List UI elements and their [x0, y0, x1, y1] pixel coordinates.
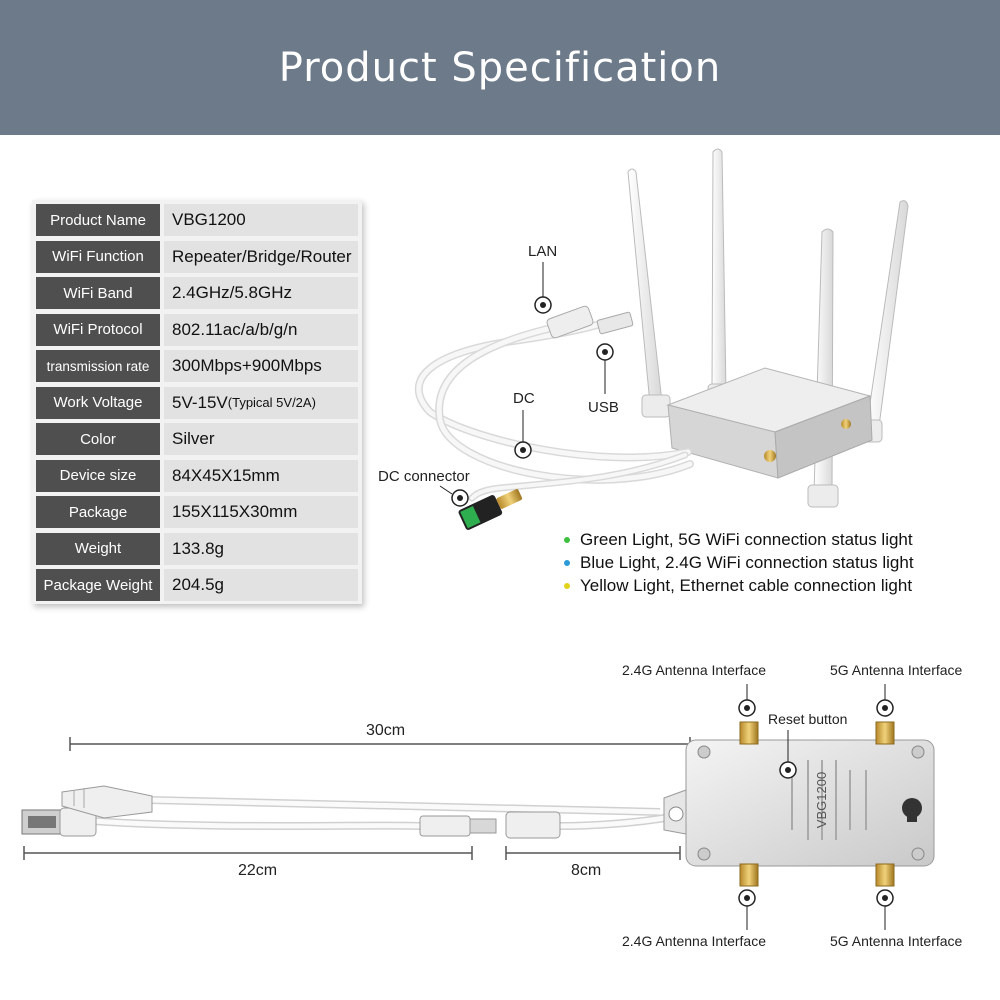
spec-value-text: 300Mbps+900Mbps: [172, 356, 322, 375]
dimension-drawing: [21, 684, 935, 930]
dc-label: DC: [513, 390, 535, 407]
spec-row: Product Name VBG1200: [36, 204, 358, 236]
router-image: [414, 148, 909, 530]
spec-value-text: 5V-15V: [172, 392, 228, 412]
spec-value: 133.8g: [164, 532, 358, 565]
spec-value: 802.11ac/a/b/g/n: [164, 313, 358, 346]
spec-value-text: Silver: [172, 429, 215, 448]
legend-item: Green Light, 5G WiFi connection status l…: [564, 528, 914, 551]
dimension-cable-main: 22cm: [238, 862, 278, 879]
callout-markers: [439, 262, 614, 507]
spec-value: 5V-15V(Typical 5V/2A): [164, 386, 358, 419]
spec-row: WiFi Band 2.4GHz/5.8GHz: [36, 277, 358, 309]
spec-value: 155X115X30mm: [164, 496, 358, 528]
spec-label: Work Voltage: [36, 386, 160, 419]
spec-value: 2.4GHz/5.8GHz: [164, 277, 358, 309]
board-model-label: VBG1200: [814, 772, 829, 828]
spec-value-text: 84X45X15mm: [172, 465, 280, 485]
spec-value-text: 204.5g: [172, 575, 224, 594]
spec-value-note: (Typical 5V/2A): [227, 395, 316, 410]
antenna-5g-top-label: 5G Antenna Interface: [830, 662, 963, 678]
spec-label: Product Name: [36, 204, 160, 236]
status-light-dot: [564, 536, 570, 543]
reset-button-label: Reset button: [768, 711, 848, 727]
spec-row: Device size 84X45X15mm: [36, 459, 358, 492]
spec-value: 204.5g: [164, 569, 358, 601]
spec-value-text: 802.11ac/a/b/g/n: [172, 319, 298, 339]
status-light-dot: [564, 559, 570, 566]
dimension-total: 30cm: [366, 722, 406, 739]
dimension-cable-dc: 8cm: [571, 862, 602, 879]
spec-row: transmission rate 300Mbps+900Mbps: [36, 350, 358, 382]
legend-text: Green Light, 5G WiFi connection status l…: [580, 529, 913, 549]
legend-item: Blue Light, 2.4G WiFi connection status …: [564, 551, 914, 574]
legend-text: Blue Light, 2.4G WiFi connection status …: [580, 552, 914, 572]
spec-value: Repeater/Bridge/Router: [164, 240, 358, 273]
spec-value-text: 155X115X30mm: [172, 502, 298, 521]
spec-label: Package Weight: [36, 569, 160, 601]
spec-row: WiFi Protocol 802.11ac/a/b/g/n: [36, 313, 358, 346]
spec-row: Package Weight 204.5g: [36, 569, 358, 601]
status-light-dot: [564, 582, 570, 589]
light-legend: Green Light, 5G WiFi connection status l…: [564, 528, 914, 597]
spec-label: Color: [36, 423, 160, 455]
spec-label: WiFi Function: [36, 240, 160, 273]
spec-value-text: VBG1200: [172, 210, 246, 229]
spec-value-text: Repeater/Bridge/Router: [172, 246, 352, 266]
spec-value: Silver: [164, 423, 358, 455]
spec-label: transmission rate: [36, 350, 160, 382]
spec-row: WiFi Function Repeater/Bridge/Router: [36, 240, 358, 273]
lan-label: LAN: [528, 243, 558, 260]
antenna-24g-bottom-label: 2.4G Antenna Interface: [622, 933, 766, 949]
dc-connector-label: DC connector: [378, 468, 470, 485]
spec-value-text: 2.4GHz/5.8GHz: [172, 283, 292, 302]
spec-value: 300Mbps+900Mbps: [164, 350, 358, 382]
spec-value: 84X45X15mm: [164, 459, 358, 492]
spec-row: Package 155X115X30mm: [36, 496, 358, 528]
spec-label: Weight: [36, 532, 160, 565]
spec-value-text: 133.8g: [172, 538, 224, 558]
antenna-5g-bottom-label: 5G Antenna Interface: [830, 933, 963, 949]
usb-label: USB: [588, 399, 619, 416]
title-banner: Product Specification: [0, 0, 1000, 135]
page-title: Product Specification: [278, 44, 722, 91]
spec-value: VBG1200: [164, 204, 358, 236]
spec-row: Color Silver: [36, 423, 358, 455]
spec-row: Weight 133.8g: [36, 532, 358, 565]
legend-text: Yellow Light, Ethernet cable connection …: [580, 575, 913, 595]
spec-label: Package: [36, 496, 160, 528]
spec-label: WiFi Band: [36, 277, 160, 309]
antenna-24g-top-label: 2.4G Antenna Interface: [622, 662, 766, 678]
spec-label: WiFi Protocol: [36, 313, 160, 346]
spec-label: Device size: [36, 459, 160, 492]
legend-item: Yellow Light, Ethernet cable connection …: [564, 574, 914, 597]
